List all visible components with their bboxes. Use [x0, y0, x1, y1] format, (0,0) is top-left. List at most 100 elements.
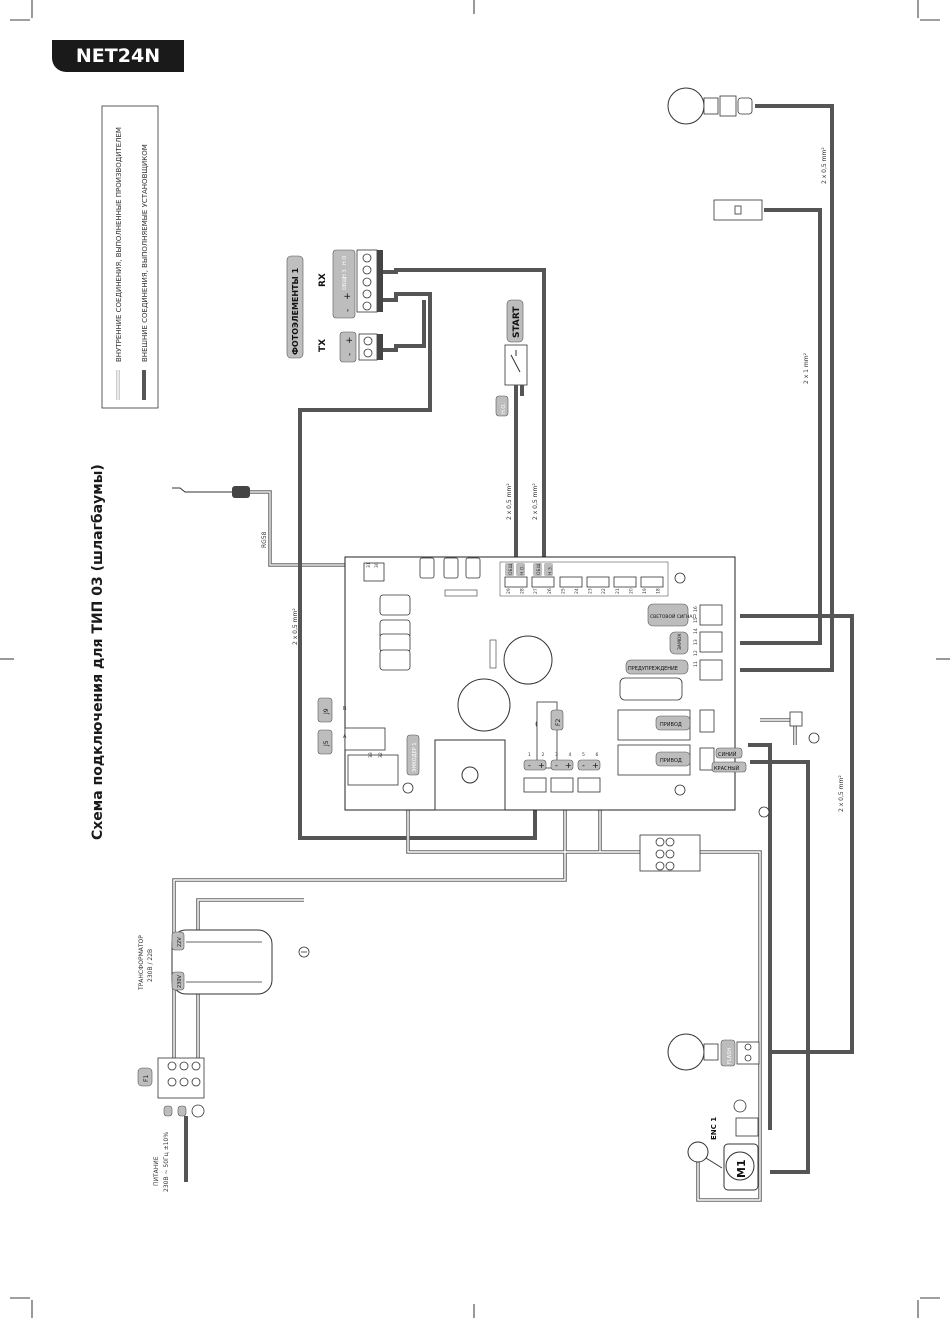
antenna-cable-label: RG58	[261, 531, 268, 548]
control-board: J9 J5 B A ЭНКОДЕР 1 F2 СВЕТОВОЙ СИГНАЛ З…	[317, 556, 747, 811]
terminal-number-top: 26	[547, 588, 553, 594]
power-term-minus-1: -	[528, 761, 531, 770]
terminal-number-top: 19	[642, 588, 648, 594]
internal-wires	[172, 718, 797, 1202]
warning-label: ПРЕДУПРЕЖДЕНИЕ	[628, 666, 678, 672]
terminal-number-output: 13	[693, 639, 699, 645]
rx-nc: Н З	[342, 269, 348, 278]
power-term-plus-2: +	[565, 761, 572, 770]
motor: ENC 1 M1	[687, 1099, 759, 1191]
rx-com: ОБЩ	[342, 277, 348, 290]
tx-terminal-block: + -	[339, 331, 383, 363]
flash-lamp: FLASH	[667, 1033, 760, 1071]
terminal-number-output: 14	[693, 628, 699, 634]
wire-label-4: 2 x 1 mm²	[803, 352, 810, 384]
transformer-rating: 230В / 22В	[147, 949, 154, 982]
rx-label: RX	[318, 273, 328, 287]
terminal-number-power: 2	[542, 752, 545, 758]
terminal-input-label: ОБЩ	[508, 563, 514, 575]
terminal-input-label: Н.З.	[548, 566, 554, 575]
drive-label-1: ПРИВОД	[660, 722, 682, 728]
tx-plus: +	[345, 336, 355, 344]
model-header: NET24N	[52, 40, 184, 72]
lock-label: ЗАМОК	[677, 633, 683, 650]
board-fuse: F2	[555, 719, 562, 726]
start-button-group: START Н.О.	[495, 299, 528, 417]
power-input: F1 ПИТАНИЕ 230В ~ 50Гц ±10%	[137, 1057, 205, 1192]
terminal-number-power: 5	[582, 752, 585, 758]
power-term-minus-2: -	[555, 761, 558, 770]
blue-wire-label: СИНИЙ	[718, 751, 737, 758]
transformer-secondary: 22V	[177, 937, 183, 947]
encoder-name: ENC 1	[710, 1117, 718, 1140]
terminal-number-encoder: 32	[378, 752, 384, 758]
terminal-number-top: 29	[506, 588, 512, 594]
rx-no: Н О	[342, 256, 348, 265]
rx-plus: +	[343, 292, 353, 300]
j5-label: J5	[323, 740, 330, 747]
terminal-input-label: ОБЩ	[536, 563, 542, 575]
terminal-input-label: Н.О.	[520, 565, 526, 575]
encoder-label: ЭНКОДЕР 1	[412, 742, 418, 772]
terminal-number-top: 21	[615, 588, 621, 594]
lock-device	[713, 199, 763, 221]
red-wire-label: КРАСНЫЙ	[714, 765, 740, 772]
wire-label-3: 2 x 0,5 mm²	[532, 483, 539, 520]
drive-label-2: ПРИВОД	[660, 758, 682, 764]
terminal-number-power: 4	[569, 752, 572, 758]
power-term-minus-3: -	[582, 761, 585, 770]
transformer: 22V 230V ТРАНСФОРМАТОР 230В / 22В	[138, 929, 310, 995]
terminal-number-top: 18	[656, 588, 662, 594]
tx-minus: -	[345, 353, 355, 356]
power-spec: 230В ~ 50Гц ±10%	[163, 1132, 170, 1192]
terminal-number-power: 6	[596, 752, 599, 758]
tx-label: TX	[318, 339, 328, 352]
terminal-number-output: 16	[693, 606, 699, 612]
antenna: RG58	[172, 486, 350, 567]
j9-label: J9	[323, 708, 330, 715]
terminal-number-top: 24	[574, 588, 580, 594]
terminal-number-antenna: 31	[366, 562, 372, 568]
wire-label-5: 2 x 0,5 mm²	[821, 147, 828, 184]
b-label: B	[343, 706, 347, 712]
ground-junction	[639, 711, 820, 872]
model-name: NET24N	[75, 45, 161, 67]
top-lamp	[667, 87, 753, 125]
wire-label-2: 2 x 0,5 mm²	[506, 483, 513, 520]
photocells-title: ФОТОЭЛЕМЕНТЫ 1	[291, 267, 300, 355]
terminal-number-top: 25	[560, 588, 566, 594]
rx-minus: -	[343, 309, 353, 312]
a-label: A	[343, 734, 347, 740]
terminal-number-encoder: 33	[368, 752, 374, 758]
terminal-number-power: 3	[555, 752, 558, 758]
transformer-title: ТРАНСФОРМАТОР	[138, 935, 145, 991]
terminal-number-output: 12	[693, 650, 699, 656]
light-signal-label: СВЕТОВОЙ СИГНАЛ	[650, 613, 696, 620]
rx-terminal-block: Н О Н З ОБЩ + -	[332, 249, 383, 319]
terminal-number-top: 20	[628, 588, 634, 594]
legend-external: ВНЕШНИЕ СОЕДИНЕНИЯ, ВЫПОЛНЯЕМЫЕ УСТАНОВЩ…	[141, 144, 149, 362]
legend-box: ВНУТРЕННИЕ СОЕДИНЕНИЯ, ВЫПОЛНЕННЫЕ ПРОИЗ…	[101, 105, 159, 409]
terminal-number-output: 11	[693, 661, 699, 667]
terminal-number-antenna: 30	[374, 562, 380, 568]
wire-label-1: 2 x 0,5 mm²	[292, 608, 299, 645]
terminal-number-top: 28	[520, 588, 526, 594]
legend-internal: ВНУТРЕННИЕ СОЕДИНЕНИЯ, ВЫПОЛНЕННЫЕ ПРОИЗ…	[115, 127, 123, 362]
terminal-number-top: 23	[588, 588, 594, 594]
terminal-number-top: 27	[533, 588, 539, 594]
terminal-number-top: 22	[601, 588, 607, 594]
flash-label: FLASH	[727, 1048, 733, 1064]
power-title: ПИТАНИЕ	[153, 1156, 160, 1186]
terminal-number-power: 1	[528, 752, 531, 758]
external-wires	[298, 104, 854, 1174]
wire-label-6: 2 x 0,5 mm²	[838, 775, 845, 812]
power-term-plus-3: +	[592, 761, 599, 770]
power-term-plus-1: +	[538, 761, 545, 770]
transformer-primary: 230V	[177, 974, 183, 988]
start-contact: Н.О.	[501, 403, 507, 414]
start-label: START	[512, 306, 522, 338]
motor-name: M1	[735, 1159, 748, 1178]
